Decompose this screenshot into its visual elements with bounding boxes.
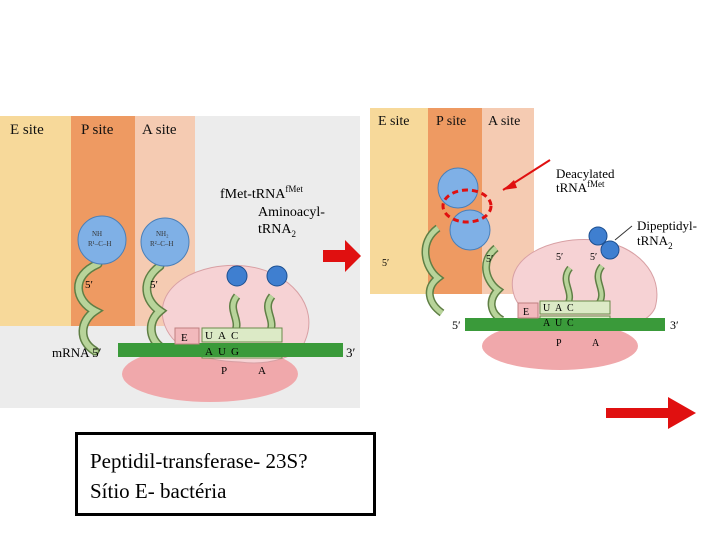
p-site-label-right: P site	[436, 114, 467, 129]
svg-text:NH₂: NH₂	[156, 230, 169, 238]
ribosome-a-label-right: A	[592, 338, 600, 349]
codon-bottom-right-1: A	[543, 318, 551, 329]
e-site-box-right	[517, 302, 539, 319]
prime-5b: 5′	[150, 279, 158, 291]
mrna-3prime: 3′	[346, 345, 356, 360]
codon-bottom-3: G	[231, 346, 239, 358]
dipeptidyl-label-1: Dipeptidyl-	[637, 218, 697, 233]
prime-5d-right: 5′	[590, 252, 597, 263]
right-diagram-panel: E site P site A site Deacylated tRNAfMet…	[370, 108, 720, 398]
deacylated-label-2: tRNAfMet	[556, 179, 605, 195]
caption-line-2: Sítio E- bactéria	[90, 479, 227, 503]
prime-5c-right: 5′	[556, 252, 563, 263]
a-site-label-right: A site	[488, 114, 521, 129]
ribosome-e-label-right: E	[523, 307, 529, 318]
dipeptide-aa-1	[437, 167, 479, 209]
p-site-label: P site	[81, 122, 114, 138]
left-diagram-panel: E site P site A site NH R¹–C–H NH₂ R²–C–…	[0, 116, 360, 408]
codon-bottom-right-2: U	[555, 318, 563, 329]
svg-text:R¹–C–H: R¹–C–H	[88, 240, 112, 248]
ribosome-amino-acid-p	[226, 265, 248, 287]
ribosome-e-label: E	[181, 332, 188, 344]
svg-text:NH: NH	[92, 230, 102, 238]
ribosome-p-label-right: P	[556, 338, 562, 349]
prime-5a-right: 5′	[382, 258, 389, 269]
codon-bottom-2: U	[218, 346, 226, 358]
e-site-box	[174, 327, 200, 345]
dipeptidyl-pointer	[614, 225, 633, 241]
fmet-amino-acid	[77, 215, 127, 265]
right-diagram-drawing: Deacylated tRNAfMet Dipeptidyl- tRNA2 5′…	[382, 159, 697, 370]
dipeptide-sphere-1	[588, 226, 608, 246]
codon-box-top	[201, 327, 283, 343]
transition-arrow	[323, 240, 361, 272]
codon-top-right-2: A	[555, 303, 563, 314]
ribosome-amino-acid-a	[266, 265, 288, 287]
codon-box-top-right	[539, 300, 611, 315]
codon-top-2: A	[218, 330, 226, 342]
mrna-3prime-right: 3′	[670, 318, 679, 332]
codon-bottom-right-3: C	[567, 318, 574, 329]
prime-5b-right: 5′	[486, 254, 493, 265]
amino-acid-2	[140, 217, 190, 267]
mrna-5prime-right: 5′	[452, 318, 461, 332]
svg-text:R²–C–H: R²–C–H	[150, 240, 174, 248]
e-site-label-right: E site	[378, 114, 410, 129]
e-site-column-right	[370, 108, 428, 294]
next-arrow	[606, 397, 696, 429]
dipeptide-aa-2	[449, 209, 491, 251]
caption-line-1: Peptidil-transferase- 23S?	[90, 449, 308, 473]
peptide-bond-highlight	[441, 188, 493, 224]
mrna-strand-right	[465, 318, 665, 331]
codon-top-3: C	[231, 330, 238, 342]
codon-bottom-1: A	[205, 346, 213, 358]
mrna-label: mRNA 5′	[52, 345, 102, 360]
deacylated-label-1: Deacylated	[556, 166, 615, 181]
prime-5a: 5′	[85, 279, 93, 291]
e-site-column	[0, 116, 71, 326]
ribosome-p-label: P	[221, 365, 227, 377]
trna-label-aminoacyl-1: Aminoacyl-	[258, 205, 325, 220]
mrna-strand	[118, 343, 343, 357]
trna-label-aminoacyl-2: tRNA2	[258, 222, 296, 239]
codon-top-1: U	[205, 330, 213, 342]
left-diagram-drawing: NH R¹–C–H NH₂ R²–C–H 5′ 5′ fMet-tRNAfMet…	[52, 184, 356, 402]
ribosome-a-label: A	[258, 365, 266, 377]
dipeptidyl-label-2: tRNA2	[637, 233, 673, 251]
e-site-label: E site	[10, 122, 44, 138]
dipeptide-sphere-2	[600, 240, 620, 260]
caption-box: Peptidil-transferase- 23S? Sítio E- bact…	[75, 432, 376, 516]
ribosome-small-subunit-right	[482, 322, 638, 370]
codon-top-right-3: C	[567, 303, 574, 314]
codon-top-right-1: U	[543, 303, 551, 314]
a-site-label: A site	[142, 122, 177, 138]
trna-label-fmet: fMet-tRNAfMet	[220, 184, 303, 202]
